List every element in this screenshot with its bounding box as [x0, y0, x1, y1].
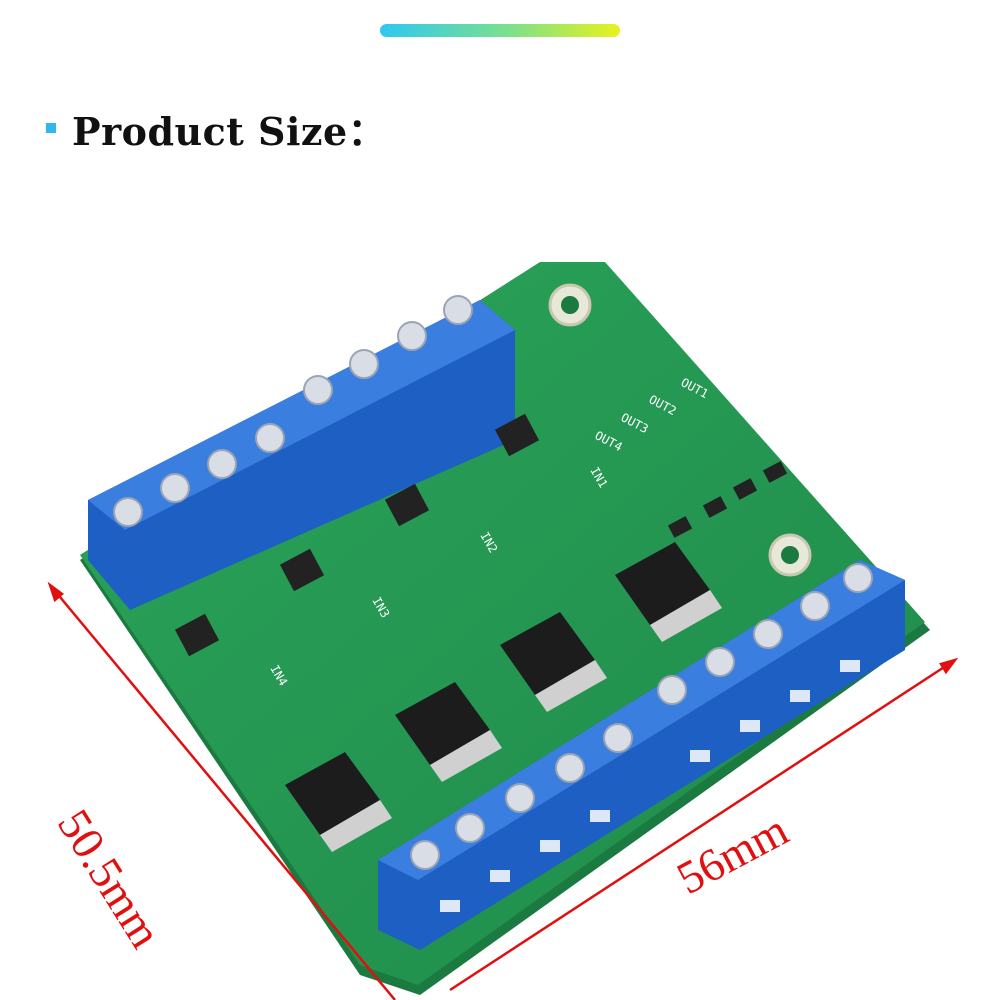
- page-title: Product Size：: [72, 108, 387, 154]
- smd-components: [174, 413, 788, 657]
- terminal-block-input: [88, 295, 515, 610]
- gradient-accent-bar: [380, 24, 620, 37]
- section-heading: Product Size：: [46, 100, 386, 156]
- square-bullet-icon: [46, 123, 56, 133]
- terminal-block-output: [378, 560, 905, 950]
- dimension-lines: [47, 581, 959, 1000]
- mosfet-components: [285, 542, 722, 852]
